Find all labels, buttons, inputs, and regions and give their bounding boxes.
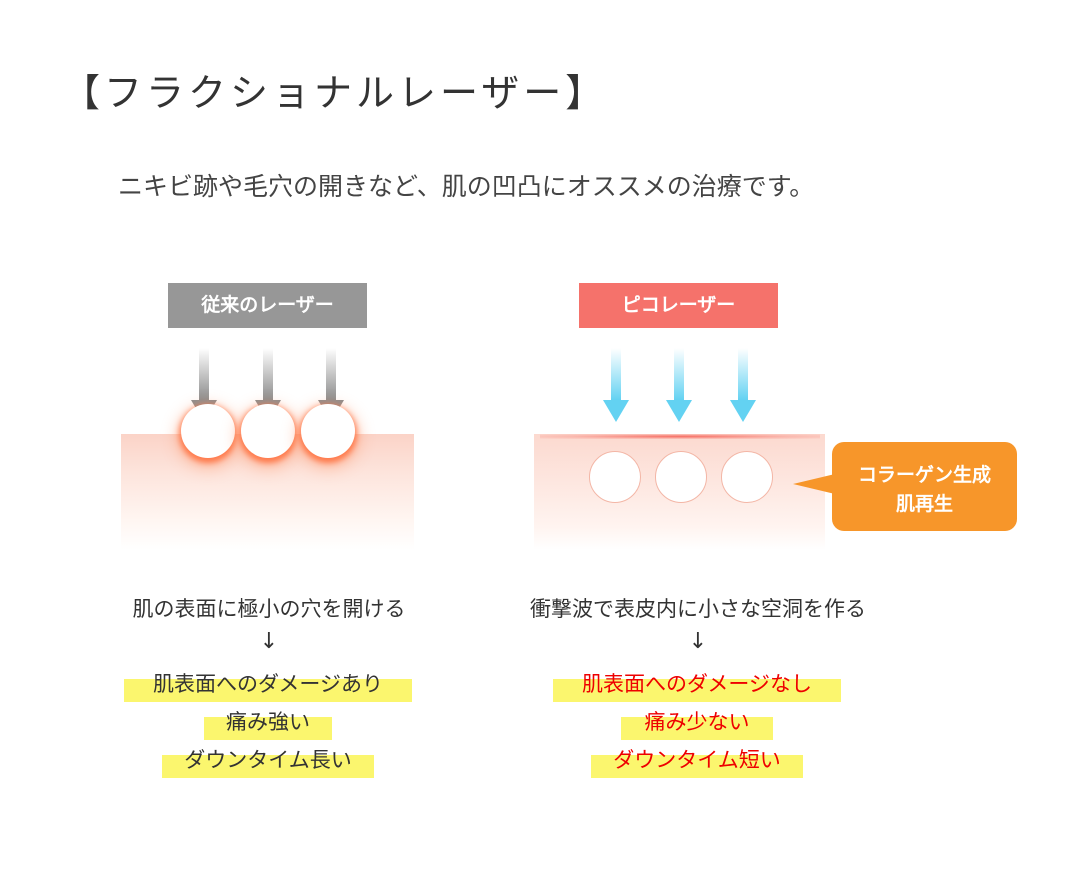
surface-shockwave-line	[540, 434, 820, 439]
callout-pointer	[793, 474, 835, 494]
pico-result: 肌表面へのダメージなし	[553, 668, 841, 702]
pico-result: ダウンタイム短い	[591, 744, 803, 778]
skin-hole	[181, 404, 235, 458]
page-title: 【フラクショナルレーザー】	[62, 71, 608, 115]
callout-line: 肌再生	[895, 493, 953, 515]
pico-laser-badge: ピコレーザー	[579, 283, 778, 328]
skin-hole	[301, 404, 355, 458]
pico-description: 衝撃波で表皮内に小さな空洞を作る	[530, 597, 866, 621]
down-arrow-icon: ↓	[259, 629, 279, 654]
pico-result: 痛み少ない	[621, 706, 773, 740]
callout-line: コラーゲン生成	[857, 464, 991, 486]
skin-cavity	[655, 451, 707, 503]
conventional-result: 痛み強い	[204, 706, 332, 740]
skin-cavity	[589, 451, 641, 503]
conventional-result: ダウンタイム長い	[162, 744, 374, 778]
conventional-result: 肌表面へのダメージあり	[124, 668, 412, 702]
skin-cavity	[721, 451, 773, 503]
down-arrow-icon: ↓	[688, 629, 708, 654]
skin-hole	[241, 404, 295, 458]
conventional-laser-badge: 従来のレーザー	[168, 283, 367, 328]
page-subtitle: ニキビ跡や毛穴の開きなど、肌の凹凸にオススメの治療です。	[118, 172, 815, 201]
collagen-callout: コラーゲン生成 肌再生	[832, 442, 1017, 531]
conventional-description: 肌の表面に極小の穴を開ける	[132, 597, 406, 621]
